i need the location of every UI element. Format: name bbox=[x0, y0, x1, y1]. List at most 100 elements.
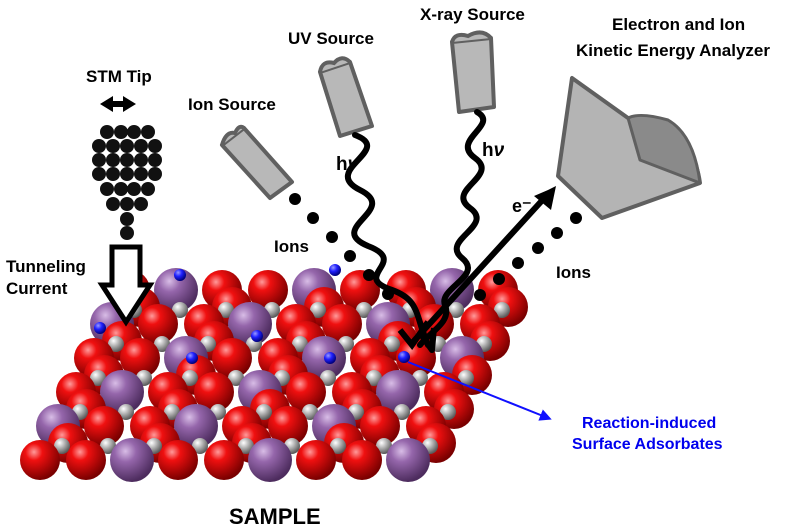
tunneling-current-arrow bbox=[97, 244, 155, 327]
small-atom bbox=[154, 336, 170, 352]
small-atom bbox=[256, 404, 272, 420]
small-atom bbox=[376, 438, 392, 454]
stm-tip-atom bbox=[134, 167, 148, 181]
xray-source bbox=[450, 30, 496, 114]
oxygen-atom bbox=[212, 338, 252, 378]
stm-tip-atom bbox=[106, 153, 120, 167]
small-atom bbox=[228, 370, 244, 386]
small-atom bbox=[218, 302, 234, 318]
electron-beam-arrow bbox=[409, 191, 551, 346]
metal-atom bbox=[100, 370, 144, 414]
stm-tip-atom bbox=[148, 153, 162, 167]
stm-tip-atom bbox=[134, 153, 148, 167]
outgoing-ion-dots bbox=[474, 212, 582, 301]
small-atom bbox=[192, 438, 208, 454]
stm-tip-atom bbox=[106, 197, 120, 211]
incoming-ion-dots bbox=[289, 193, 394, 300]
small-atom bbox=[54, 438, 70, 454]
adsorbates-label-line2: Surface Adsorbates bbox=[572, 436, 723, 453]
stm-tip-atom bbox=[127, 125, 141, 139]
stm-tip-apex-atom bbox=[120, 226, 134, 240]
stm-tip-atom bbox=[141, 182, 155, 196]
uv-hv-label: hν bbox=[336, 154, 359, 175]
tunneling-current-label-line2: Current bbox=[6, 279, 68, 298]
uv-hv-h: h bbox=[336, 154, 348, 175]
kinetic-energy-analyzer bbox=[556, 76, 702, 220]
stm-tip-label: STM Tip bbox=[86, 67, 152, 86]
stm-tip bbox=[92, 96, 162, 240]
stm-tip-atom bbox=[120, 153, 134, 167]
small-atom bbox=[90, 370, 106, 386]
small-atom bbox=[292, 336, 308, 352]
convergence-mark bbox=[397, 320, 431, 351]
stm-tip-atom bbox=[134, 197, 148, 211]
ions-right-label: Ions bbox=[556, 263, 591, 282]
sample-label: SAMPLE bbox=[229, 504, 321, 529]
uv-hv-nu: ν bbox=[348, 154, 359, 175]
stm-tip-atoms bbox=[92, 125, 162, 240]
oxygen-atom bbox=[20, 440, 60, 480]
analyzer-label-line1: Electron and Ion bbox=[612, 15, 745, 34]
stm-tip-atom bbox=[114, 182, 128, 196]
double-arrow-icon bbox=[100, 96, 136, 112]
adsorbate-atom bbox=[251, 330, 263, 342]
stm-tip-atom bbox=[106, 167, 120, 181]
stm-tip-atom bbox=[114, 125, 128, 139]
stm-tip-atom bbox=[148, 139, 162, 153]
small-atom bbox=[320, 370, 336, 386]
small-atom bbox=[356, 302, 372, 318]
oxygen-atom bbox=[396, 338, 436, 378]
stm-tip-atom bbox=[120, 197, 134, 211]
stm-tip-atom bbox=[134, 139, 148, 153]
small-atom bbox=[310, 302, 326, 318]
oxygen-atom bbox=[322, 304, 362, 344]
adsorbate-atom bbox=[94, 322, 106, 334]
small-atom bbox=[448, 302, 464, 318]
electron-arrowhead bbox=[534, 186, 556, 210]
small-atom bbox=[108, 336, 124, 352]
analyzer-label-line2: Kinetic Energy Analyzer bbox=[576, 41, 770, 60]
electron-label: e⁻ bbox=[512, 196, 532, 216]
small-atom bbox=[182, 370, 198, 386]
oxygen-atom bbox=[248, 270, 288, 310]
oxygen-atom bbox=[158, 440, 198, 480]
small-atom bbox=[100, 438, 116, 454]
stm-tip-atom bbox=[120, 212, 134, 226]
uv-source bbox=[318, 56, 374, 138]
stm-tip-atom bbox=[92, 153, 106, 167]
metal-atom bbox=[110, 438, 154, 482]
small-atom bbox=[366, 370, 382, 386]
stm-tip-atom bbox=[127, 182, 141, 196]
small-atom bbox=[440, 404, 456, 420]
adsorbate-pointer-arrow bbox=[407, 361, 552, 421]
uv-source-label: UV Source bbox=[288, 29, 374, 48]
ions-left-label: Ions bbox=[274, 237, 309, 256]
ion-source bbox=[220, 124, 294, 200]
adsorbates-label-line1: Reaction-induced bbox=[582, 415, 716, 432]
small-atom bbox=[330, 438, 346, 454]
stm-tip-atom bbox=[120, 167, 134, 181]
small-atom bbox=[302, 404, 318, 420]
oxygen-atom bbox=[360, 406, 400, 446]
stm-tip-atom bbox=[120, 139, 134, 153]
adsorbate-atom bbox=[329, 264, 341, 276]
metal-atom bbox=[154, 268, 198, 312]
tunneling-current-label-line1: Tunneling bbox=[6, 257, 86, 276]
stm-tip-atom bbox=[92, 167, 106, 181]
small-atom bbox=[458, 370, 474, 386]
oxygen-atom bbox=[138, 304, 178, 344]
oxygen-atom bbox=[296, 440, 336, 480]
stm-tip-atom bbox=[148, 167, 162, 181]
oxygen-atom bbox=[120, 338, 160, 378]
oxygen-atom bbox=[342, 440, 382, 480]
metal-atom bbox=[248, 438, 292, 482]
metal-atom bbox=[386, 438, 430, 482]
oxygen-atom bbox=[268, 406, 308, 446]
adsorbate-atom bbox=[186, 352, 198, 364]
stm-tip-atom bbox=[106, 139, 120, 153]
xray-hv-h: h bbox=[482, 140, 494, 161]
small-atom bbox=[494, 302, 510, 318]
xray-hv-nu: ν bbox=[494, 140, 505, 161]
